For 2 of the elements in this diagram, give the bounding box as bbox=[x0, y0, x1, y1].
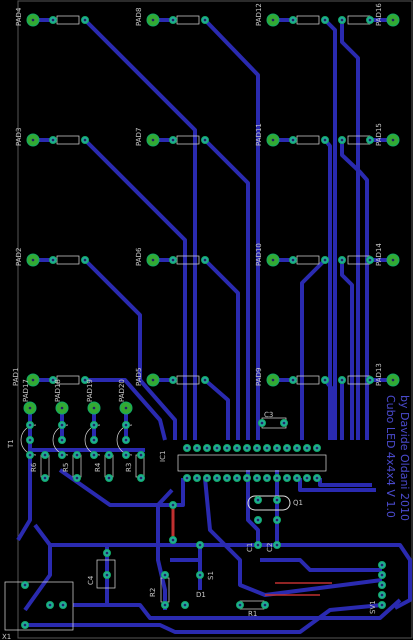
board-title-text: by Davide Oldani 2010 bbox=[399, 395, 410, 521]
board-title-text: Cubo LED 4x4x4 V 1.0 bbox=[385, 395, 396, 518]
